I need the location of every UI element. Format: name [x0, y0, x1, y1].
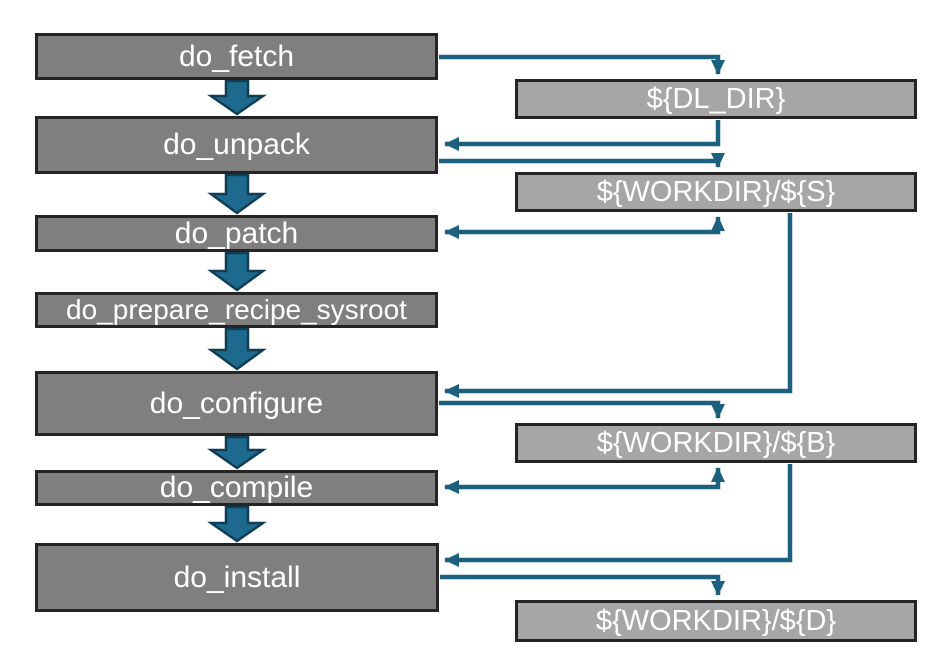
task-label: do_install	[173, 560, 301, 594]
task-label: do_configure	[149, 386, 324, 420]
dir-label: ${DL_DIR}	[646, 82, 786, 115]
task-label: do_patch	[174, 216, 299, 250]
flow-arrow-do-patch-to-do-prepare-recipe-sysroot	[207, 251, 267, 292]
dir-label: ${WORKDIR}/${S}	[596, 175, 836, 208]
task-do-fetch: do_fetch	[35, 33, 438, 80]
edge-workdir-b-do-compile-bidirectional	[444, 467, 725, 494]
edge-do-fetch-to-dl-dir	[439, 54, 725, 75]
task-do-configure: do_configure	[35, 371, 438, 436]
edge-workdir-s-do-patch-bidirectional	[444, 216, 725, 239]
task-label: do_prepare_recipe_sysroot	[66, 294, 407, 325]
dir-label: ${WORKDIR}/${D}	[595, 604, 837, 637]
flow-arrow-do-configure-to-do-compile	[206, 435, 268, 470]
flow-arrow-do-compile-to-do-install	[206, 505, 268, 543]
dir-workdir-d: ${WORKDIR}/${D}	[515, 600, 917, 642]
task-label: do_compile	[159, 471, 314, 504]
dir-dl-dir: ${DL_DIR}	[515, 79, 917, 119]
task-do-patch: do_patch	[35, 215, 438, 252]
task-do-install: do_install	[35, 543, 439, 612]
task-label: do_unpack	[163, 128, 310, 161]
edge-dl-dir-to-do-unpack	[444, 120, 721, 151]
task-do-unpack: do_unpack	[35, 116, 438, 174]
flow-arrow-do-fetch-to-do-unpack	[206, 79, 268, 116]
task-label: do_fetch	[178, 39, 295, 73]
task-do-compile: do_compile	[35, 470, 438, 506]
edge-do-install-to-workdir-d	[440, 574, 725, 596]
task-do-prepare-recipe-sysroot: do_prepare_recipe_sysroot	[35, 292, 438, 328]
dir-workdir-s: ${WORKDIR}/${S}	[515, 172, 917, 212]
edge-do-configure-to-workdir-b	[439, 400, 725, 419]
edge-workdir-b-to-do-install	[444, 464, 793, 567]
edge-workdir-s-to-do-configure	[444, 213, 793, 398]
dir-label: ${WORKDIR}/${B}	[596, 426, 836, 459]
flow-arrow-do-unpack-to-do-patch	[207, 173, 267, 215]
dir-workdir-b: ${WORKDIR}/${B}	[515, 423, 917, 463]
edge-do-unpack-to-workdir-s	[439, 153, 725, 168]
flow-arrow-do-prepare-recipe-sysroot-to-do-configure	[207, 327, 267, 371]
